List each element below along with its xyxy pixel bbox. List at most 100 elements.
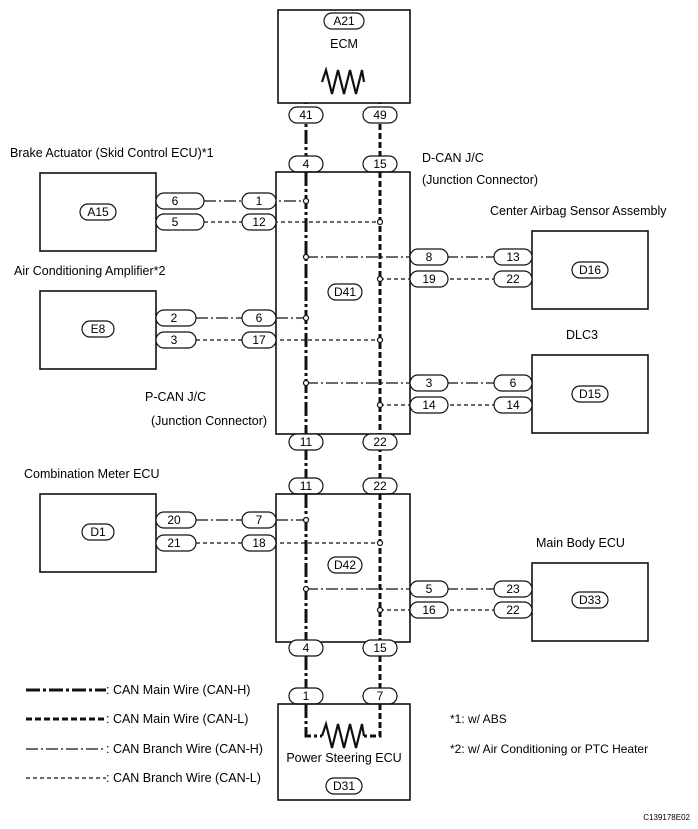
ac-jc-pin-l xyxy=(241,331,277,349)
d42-pin-l-bottom xyxy=(362,639,398,657)
brake-jc-pin-h xyxy=(241,192,277,210)
pcan-label-line1: P-CAN J/C xyxy=(145,390,206,404)
dlc3-ecu-pin-l-label: 14 xyxy=(506,398,520,412)
ac-code: E8 xyxy=(91,322,106,336)
dlc3-unit: DLC3 D15 3 14 6 14 xyxy=(409,328,649,434)
d41-pin-h-bottom xyxy=(288,433,324,451)
d42-pin-h-top-label: 11 xyxy=(300,479,313,493)
brake-code-pill xyxy=(79,203,117,221)
d42-junction-connector: 11 22 D42 4 15 xyxy=(275,477,411,657)
d42-pin-h-bottom-label: 4 xyxy=(303,641,310,655)
meter-jc-pin-h xyxy=(241,511,277,529)
splice-dot xyxy=(376,275,384,283)
meter-ecu-pin-l-label: 21 xyxy=(167,536,181,550)
ac-jc-pin-l-label: 17 xyxy=(252,333,266,347)
ecm-pin-l xyxy=(362,106,398,124)
combination-meter-unit: Combination Meter ECU D1 20 21 7 18 xyxy=(24,467,277,573)
dlc3-ecu-pin-h xyxy=(493,374,533,392)
mainbody-ecu-pin-l-label: 22 xyxy=(506,603,520,617)
ac-code-pill xyxy=(81,320,115,338)
ps-terminating-resistor xyxy=(320,720,366,749)
d42-pin-h-bottom xyxy=(288,639,324,657)
meter-code-pill xyxy=(81,523,115,541)
airbag-ecu-pin-l-label: 22 xyxy=(506,272,520,286)
combination-meter-title: Combination Meter ECU xyxy=(24,467,159,481)
mainbody-jc-pin-h-label: 5 xyxy=(426,582,433,596)
brake-code: A15 xyxy=(87,205,109,219)
ecm-name: ECM xyxy=(330,37,358,51)
airbag-sensor-title: Center Airbag Sensor Assembly xyxy=(490,204,667,218)
dlc3-ecu-pin-h-label: 6 xyxy=(510,376,517,390)
airbag-code-pill xyxy=(571,261,609,279)
ps-code: D31 xyxy=(333,779,355,793)
power-steering-ecu-unit: 1 7 Power Steering ECU D31 xyxy=(277,687,411,801)
meter-ecu-pin-h xyxy=(155,511,197,529)
dlc3-jc-pin-l-label: 14 xyxy=(422,398,436,412)
splice-dot xyxy=(376,218,384,226)
ac-amplifier-title: Air Conditioning Amplifier*2 xyxy=(14,264,166,278)
dcan-pin-h-label: 4 xyxy=(303,157,310,171)
splice-dot xyxy=(302,379,310,387)
mainbody-code-pill xyxy=(571,591,609,609)
ps-pin-h-label: 1 xyxy=(303,689,310,703)
d42-pin-l-bottom-label: 15 xyxy=(373,641,387,655)
brake-ecu-pin-h-label: 6 xyxy=(172,194,179,208)
ac-amplifier-unit: Air Conditioning Amplifier*2 E8 2 3 6 17 xyxy=(14,264,277,370)
meter-code: D1 xyxy=(90,525,106,539)
ac-jc-pin-h-label: 6 xyxy=(256,311,263,325)
ecm-terminating-resistor xyxy=(320,66,366,95)
power-steering-ecu-box xyxy=(277,703,411,801)
meter-jc-pin-l-label: 18 xyxy=(252,536,266,550)
brake-ecu-pin-l-label: 5 xyxy=(172,215,179,229)
meter-jc-pin-h-label: 7 xyxy=(256,513,263,527)
d41-junction-connector: 4 15 D-CAN J/C (Junction Connector) D41 … xyxy=(145,151,538,451)
ac-ecu-pin-h xyxy=(155,309,197,327)
dlc3-jc-pin-l xyxy=(409,396,449,414)
ecm-code: A21 xyxy=(333,14,355,28)
main-can-h-ps-internal xyxy=(304,704,322,738)
d42-code-pill xyxy=(327,556,363,574)
ac-ecu-pin-h-label: 2 xyxy=(171,311,178,325)
ecm-pin-h-label: 41 xyxy=(299,108,313,122)
mainbody-ecu-pin-l xyxy=(493,601,533,619)
dcan-pin-l-label: 15 xyxy=(373,157,387,171)
d41-pin-l-bottom xyxy=(362,433,398,451)
ps-code-pill xyxy=(325,777,363,795)
footnote-2: *2: w/ Air Conditioning or PTC Heater xyxy=(450,742,648,756)
ac-jc-pin-h xyxy=(241,309,277,327)
dlc3-jc-pin-h xyxy=(409,374,449,392)
main-body-ecu-title: Main Body ECU xyxy=(536,536,625,550)
splice-dot xyxy=(302,253,310,261)
d41-pin-l-bottom-label: 22 xyxy=(373,435,387,449)
figure-id: C139178E02 xyxy=(643,813,690,822)
ecm-pin-l-label: 49 xyxy=(373,108,387,122)
ecm-box xyxy=(277,9,411,104)
legend-text-main-l: : CAN Main Wire (CAN-L) xyxy=(106,712,248,726)
d42-pin-l-top-label: 22 xyxy=(373,479,387,493)
ecm-pin-h xyxy=(288,106,324,124)
brake-actuator-unit: Brake Actuator (Skid Control ECU)*1 A15 … xyxy=(10,146,277,252)
ps-pin-l-label: 7 xyxy=(377,689,384,703)
ac-ecu-pin-l-label: 3 xyxy=(171,333,178,347)
footnotes: *1: w/ ABS *2: w/ Air Conditioning or PT… xyxy=(450,712,691,822)
splice-dot xyxy=(376,336,384,344)
legend-text-branch-h: : CAN Branch Wire (CAN-H) xyxy=(106,742,263,756)
legend-text-branch-l: : CAN Branch Wire (CAN-L) xyxy=(106,771,261,785)
d41-code: D41 xyxy=(334,285,356,299)
airbag-sensor-unit: Center Airbag Sensor Assembly D16 8 19 1… xyxy=(409,204,667,310)
mainbody-code: D33 xyxy=(579,593,601,607)
legend: : CAN Main Wire (CAN-H) : CAN Main Wire … xyxy=(26,683,263,785)
ac-ecu-pin-l xyxy=(155,331,197,349)
airbag-code: D16 xyxy=(579,263,601,277)
brake-jc-pin-l xyxy=(241,213,277,231)
dcan-label-line1: D-CAN J/C xyxy=(422,151,484,165)
dlc3-ecu-pin-l xyxy=(493,396,533,414)
splice-dot xyxy=(302,516,310,524)
brake-ecu-pin-l xyxy=(155,213,205,231)
d41-code-pill xyxy=(327,283,363,301)
airbag-ecu-pin-l xyxy=(493,270,533,288)
splice-dot xyxy=(376,539,384,547)
brake-actuator-title: Brake Actuator (Skid Control ECU)*1 xyxy=(10,146,214,160)
power-steering-ecu-name: Power Steering ECU xyxy=(286,751,401,765)
